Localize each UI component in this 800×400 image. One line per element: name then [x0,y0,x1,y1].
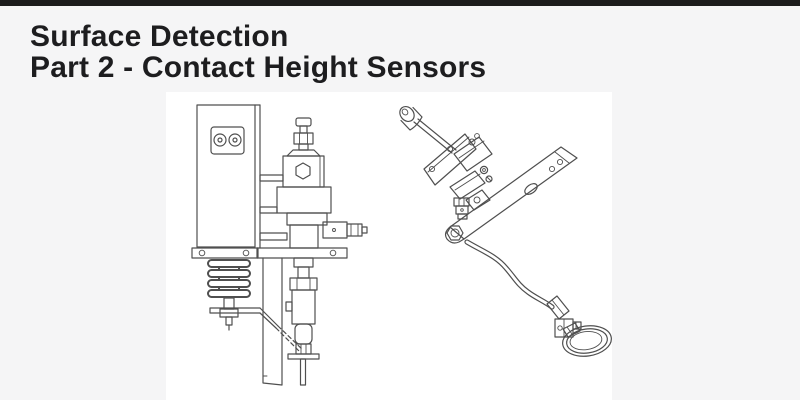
page-title: Surface Detection Part 2 - Contact Heigh… [30,21,486,83]
diagram-panel [166,92,612,400]
page-title-line-1: Surface Detection [30,20,289,53]
bellows-stack [207,259,251,298]
contact-height-sensor-front-view-drawing [191,104,368,386]
technical-drawing-canvas [191,104,612,386]
screw-plate [210,126,245,155]
contact-height-sensor-isometric-view-drawing [399,105,612,357]
top-accent-bar [0,0,800,6]
page-title-line-2: Part 2 - Contact Height Sensors [30,51,487,84]
